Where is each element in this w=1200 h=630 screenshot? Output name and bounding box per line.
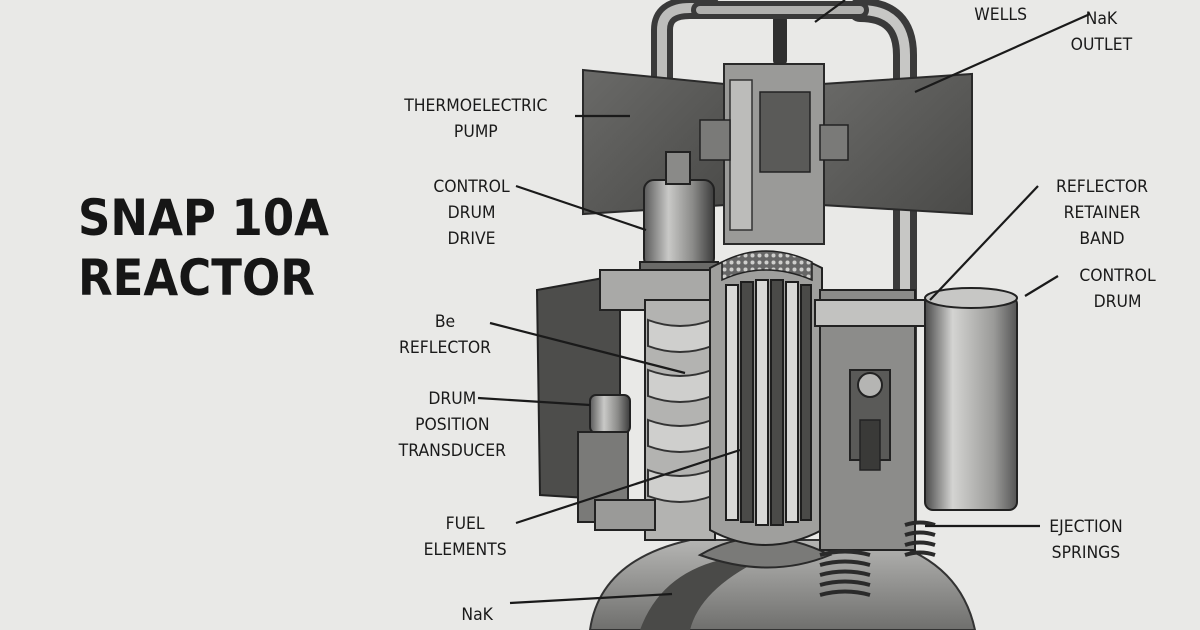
diagram-title: SNAP 10A REACTOR [78,188,329,308]
leader-lines [477,0,1091,605]
label-reflector-retainer-band-line-1: REFLECTOR [1056,177,1148,197]
label-be-reflector-line-1: Be [434,312,456,332]
label-fuel-elements-line-1: FUEL [445,514,485,534]
label-control-drum-drive-line-1: CONTROL [433,177,510,197]
reflector-housing [535,269,721,541]
label-be-reflector: Be REFLECTOR [399,309,491,361]
label-thermoelectric-pump: THERMOELECTRIC PUMP [404,93,547,145]
label-nak-outlet-line-1: NaK [1085,9,1118,29]
label-thermoelectric-pump-line-1: THERMOELECTRIC [404,96,548,116]
right-internals [814,289,926,551]
label-fuel-elements-line-2: ELEMENTS [423,540,507,560]
label-control-drum: CONTROL DRUM [1079,263,1155,315]
label-nak-outlet: NaK OUTLET [1071,6,1132,58]
title-line-2: REACTOR [78,249,315,307]
label-control-drum-line-2: DRUM [1093,292,1142,312]
drum-position-transducer-unit [577,394,656,531]
label-control-drum-line-1: CONTROL [1079,266,1156,286]
label-ejection-springs: EJECTION SPRINGS [1049,514,1122,566]
label-reflector-retainer-band-line-3: BAND [1079,229,1125,249]
label-drum-position-transducer-line-3: TRANSDUCER [398,441,506,461]
label-nak-bottom: NaK [461,602,493,628]
label-ejection-springs-line-2: SPRINGS [1051,543,1121,563]
label-wells: WELLS [974,2,1027,28]
ejection-springs-unit [819,520,936,597]
label-be-reflector-line-2: REFLECTOR [399,338,491,358]
label-drum-position-transducer: DRUM POSITION TRANSDUCER [399,386,506,464]
label-reflector-retainer-band: REFLECTOR RETAINER BAND [1056,174,1148,252]
base-dome [588,536,977,630]
label-control-drum-drive-line-2: DRUM [447,203,496,223]
title-line-1: SNAP 10A [78,189,330,247]
label-ejection-springs-line-1: EJECTION [1049,517,1123,537]
label-nak-outlet-line-2: OUTLET [1070,35,1133,55]
control-drum-cylinder [924,287,1018,511]
nak-pipes [651,0,917,532]
label-control-drum-drive-line-3: DRIVE [447,229,496,249]
label-drum-position-transducer-line-2: POSITION [415,415,490,435]
label-fuel-elements: FUEL ELEMENTS [424,511,507,563]
label-drum-position-transducer-line-1: DRUM [428,389,477,409]
label-reflector-retainer-band-line-2: RETAINER [1063,203,1141,223]
label-wells-text: WELLS [974,5,1028,25]
reactor-core [709,250,823,546]
label-thermoelectric-pump-line-2: PUMP [453,122,498,142]
label-nak-bottom-text: NaK [461,605,493,625]
label-control-drum-drive: CONTROL DRUM DRIVE [433,174,509,252]
